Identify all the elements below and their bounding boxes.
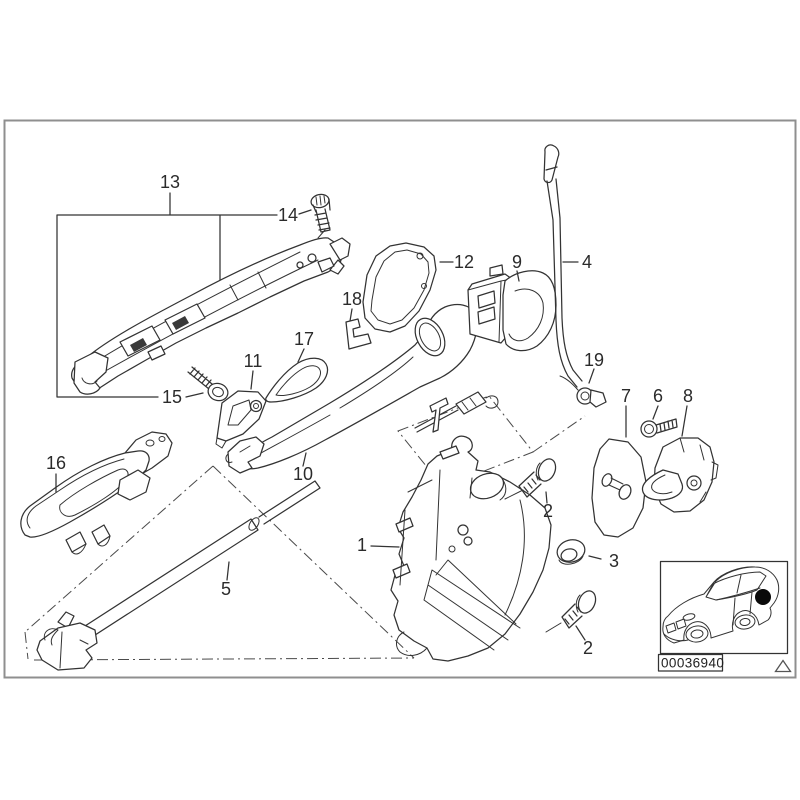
rod-end-lever — [36, 611, 98, 671]
callout-10[interactable]: 10 — [293, 464, 313, 484]
part-17-gasket — [265, 357, 329, 403]
diagram-frame — [3, 119, 797, 679]
car-box — [659, 560, 789, 655]
callout-labels: 13 14 15 12 9 4 18 17 11 19 7 6 8 16 10 … — [46, 172, 693, 658]
part-14-screw — [310, 193, 331, 233]
callout-11[interactable]: 11 — [244, 351, 263, 371]
part-13-handle-carrier — [70, 229, 351, 395]
part-13-bracket — [56, 192, 312, 398]
car-3quarter-outline-icon — [662, 566, 780, 644]
callout-8[interactable]: 8 — [683, 386, 693, 406]
callout-leader-lines — [55, 261, 688, 641]
part-9-lock-cylinder-cover — [467, 264, 557, 352]
part-12-gasket — [362, 242, 437, 333]
part-6-striker-bolt — [640, 418, 678, 438]
part-16-interior-handle — [20, 431, 173, 555]
callout-17[interactable]: 17 — [294, 329, 314, 349]
callout-1[interactable]: 1 — [357, 535, 367, 555]
lock-linkage-parts — [414, 391, 499, 433]
part-5-connecting-rod — [83, 480, 321, 638]
part-11-bracket — [215, 390, 267, 449]
footnote-triangle-icon — [774, 659, 792, 673]
callout-9[interactable]: 9 — [512, 252, 522, 272]
part-3-grommet — [556, 539, 586, 565]
callout-18[interactable]: 18 — [342, 289, 362, 309]
callout-13[interactable]: 13 — [160, 172, 180, 192]
part-15-screw — [187, 366, 229, 402]
part-18-clip — [345, 318, 372, 350]
part-7-striker-cover — [591, 438, 647, 538]
image-number: 00036940 — [661, 656, 724, 671]
part-1-door-lock — [390, 435, 552, 662]
callout-14[interactable]: 14 — [278, 205, 298, 225]
part-10-outer-door-handle — [225, 303, 478, 474]
car-locator-thumbnail — [659, 560, 789, 655]
callout-7[interactable]: 7 — [621, 386, 631, 406]
callout-4[interactable]: 4 — [582, 252, 592, 272]
part-2-screw-upper — [504, 458, 557, 500]
part-8-striker — [641, 437, 719, 513]
door-position-marker — [755, 589, 771, 605]
image-number-frame — [657, 653, 724, 672]
callout-6[interactable]: 6 — [653, 386, 663, 406]
part-2-screw-lower — [545, 590, 597, 633]
callout-12[interactable]: 12 — [454, 252, 474, 272]
part-19-grommet-clip — [559, 375, 607, 408]
callout-2-lower[interactable]: 2 — [583, 638, 593, 658]
callout-2-upper[interactable]: 2 — [543, 501, 553, 521]
callout-16[interactable]: 16 — [46, 453, 66, 473]
image-number-box: 00036940 — [657, 653, 724, 672]
callout-5[interactable]: 5 — [221, 579, 231, 599]
callout-19[interactable]: 19 — [584, 350, 604, 370]
part-4-lock-rod — [543, 144, 583, 388]
callout-15[interactable]: 15 — [162, 387, 182, 407]
callout-3[interactable]: 3 — [609, 551, 619, 571]
